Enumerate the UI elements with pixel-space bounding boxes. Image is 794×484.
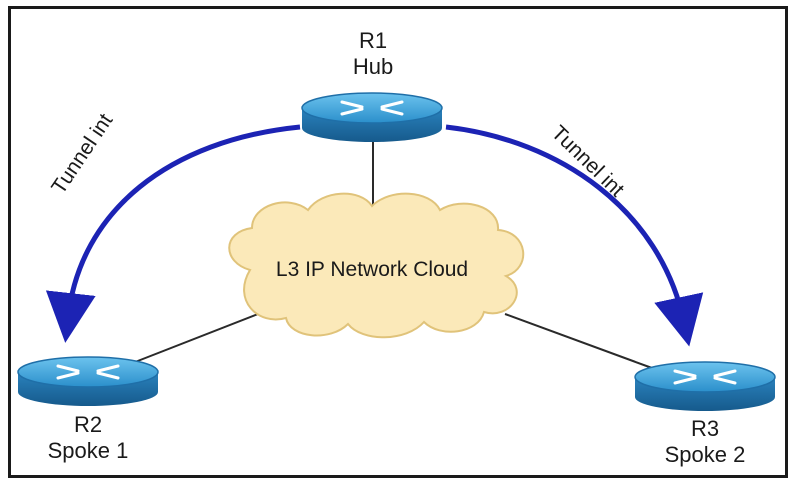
router-r2-name: R2	[73, 412, 103, 437]
router-r1-icon	[301, 92, 443, 142]
router-r1-name: R1	[358, 28, 388, 53]
tunnel-arrow-right	[445, 124, 704, 347]
router-r3-name: R3	[690, 416, 720, 441]
cloud-icon	[228, 192, 525, 339]
router-r2-role: Spoke 1	[47, 438, 129, 463]
router-r1-role: Hub	[352, 54, 394, 79]
router-r3-role: Spoke 2	[664, 442, 746, 467]
link-cloud-spoke2	[504, 313, 653, 369]
link-cloud-spoke1	[129, 313, 259, 365]
router-r3-icon	[634, 361, 776, 411]
tunnel-arrow-left	[45, 124, 301, 343]
cloud-label: L3 IP Network Cloud	[275, 258, 469, 281]
router-r2-icon	[17, 356, 159, 406]
